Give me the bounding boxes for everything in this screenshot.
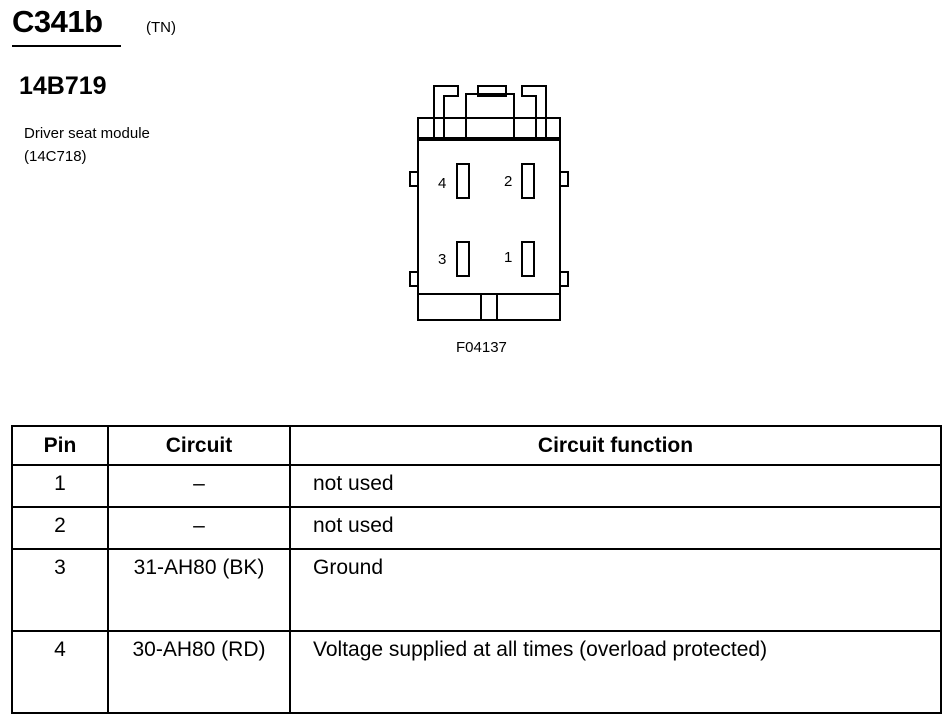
pin-label-4: 4 xyxy=(438,175,446,192)
terminal-4 xyxy=(456,163,470,199)
bottom-key xyxy=(480,293,498,321)
component-description: Driver seat module xyxy=(24,125,150,142)
pin-label-3: 3 xyxy=(438,251,446,268)
header-pin: Pin xyxy=(11,425,109,466)
pin-cell: 2 xyxy=(11,506,109,550)
terminal-3 xyxy=(456,241,470,277)
circuit-cell: 30-AH80 (RD) xyxy=(107,630,291,714)
terminal-2 xyxy=(521,163,535,199)
table-header-row: Pin Circuit Circuit function xyxy=(11,425,942,466)
right-ear-upper xyxy=(559,171,569,187)
function-cell: Voltage supplied at all times (overload … xyxy=(289,630,942,714)
table-row: 1 – not used xyxy=(11,464,942,508)
connector-face-diagram: 4 2 3 1 xyxy=(409,85,569,321)
lock-tab xyxy=(465,93,515,139)
connector-id: C341b xyxy=(12,4,103,39)
part-number: 14B719 xyxy=(19,72,107,100)
harness-code: (TN) xyxy=(146,19,176,36)
circuit-cell: – xyxy=(107,464,291,508)
pin-cell: 1 xyxy=(11,464,109,508)
right-latch xyxy=(521,85,547,138)
lock-tab-top xyxy=(477,85,507,97)
component-number: (14C718) xyxy=(24,148,87,165)
figure-code: F04137 xyxy=(456,339,507,356)
circuit-cell: – xyxy=(107,506,291,550)
function-cell: Ground xyxy=(289,548,942,632)
left-ear-lower xyxy=(409,271,419,287)
table-row: 2 – not used xyxy=(11,506,942,550)
terminal-1 xyxy=(521,241,535,277)
pin-cell: 3 xyxy=(11,548,109,632)
table-row: 3 31-AH80 (BK) Ground xyxy=(11,548,942,632)
pin-cell: 4 xyxy=(11,630,109,714)
header-circuit-function: Circuit function xyxy=(289,425,942,466)
pin-table: Pin Circuit Circuit function 1 – not use… xyxy=(11,425,942,714)
function-cell: not used xyxy=(289,464,942,508)
connector-body xyxy=(417,137,561,321)
circuit-cell: 31-AH80 (BK) xyxy=(107,548,291,632)
pin-label-1: 1 xyxy=(504,249,512,266)
left-latch xyxy=(433,85,459,138)
pin-label-2: 2 xyxy=(504,173,512,190)
right-ear-lower xyxy=(559,271,569,287)
left-ear-upper xyxy=(409,171,419,187)
function-cell: not used xyxy=(289,506,942,550)
table-row: 4 30-AH80 (RD) Voltage supplied at all t… xyxy=(11,630,942,714)
connector-shroud xyxy=(417,117,561,141)
title-underline xyxy=(12,45,121,47)
header-circuit: Circuit xyxy=(107,425,291,466)
